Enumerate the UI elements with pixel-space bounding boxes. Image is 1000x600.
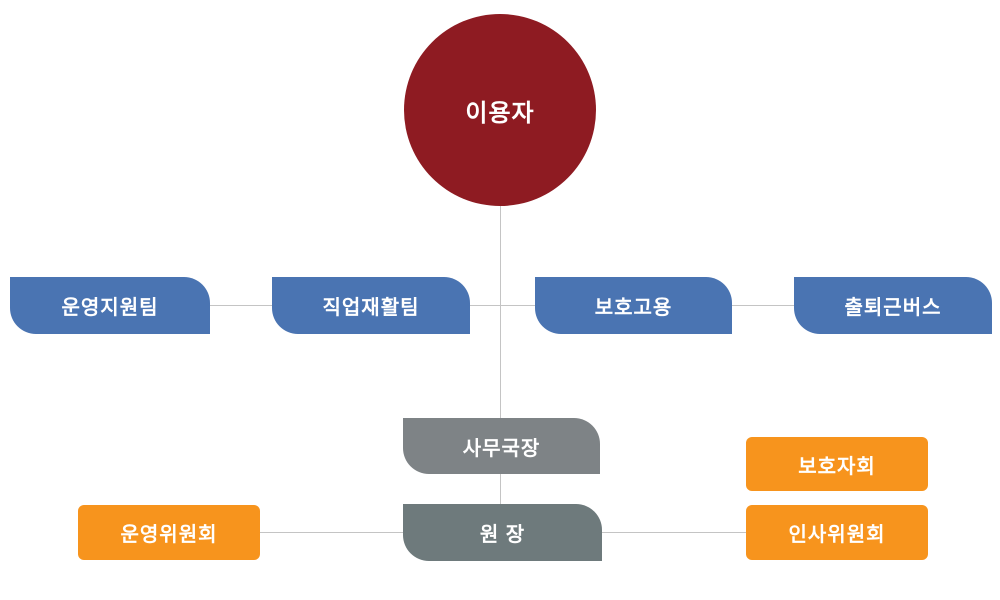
- connector-dept2-dept3: [470, 305, 535, 306]
- node-users-circle: 이용자: [404, 14, 596, 206]
- node-operations-support-team: 운영지원팀: [10, 277, 210, 334]
- node-vocational-rehab-team: 직업재활팀: [272, 277, 470, 334]
- connector-dept1-dept2: [210, 305, 272, 306]
- node-sheltered-employment: 보호고용: [535, 277, 732, 334]
- connector-director-personnel: [602, 532, 746, 533]
- node-steering-committee: 운영위원회: [78, 505, 260, 560]
- connector-dept3-dept4: [732, 305, 794, 306]
- connector-secretary-director: [500, 474, 501, 504]
- node-guardians-association: 보호자회: [746, 437, 928, 491]
- node-personnel-committee: 인사위원회: [746, 505, 928, 560]
- connector-root-vertical: [500, 206, 501, 418]
- node-secretary-general: 사무국장: [403, 418, 600, 474]
- node-commuter-bus: 출퇴근버스: [794, 277, 992, 334]
- node-director: 원 장: [403, 504, 602, 561]
- connector-steering-director: [260, 532, 403, 533]
